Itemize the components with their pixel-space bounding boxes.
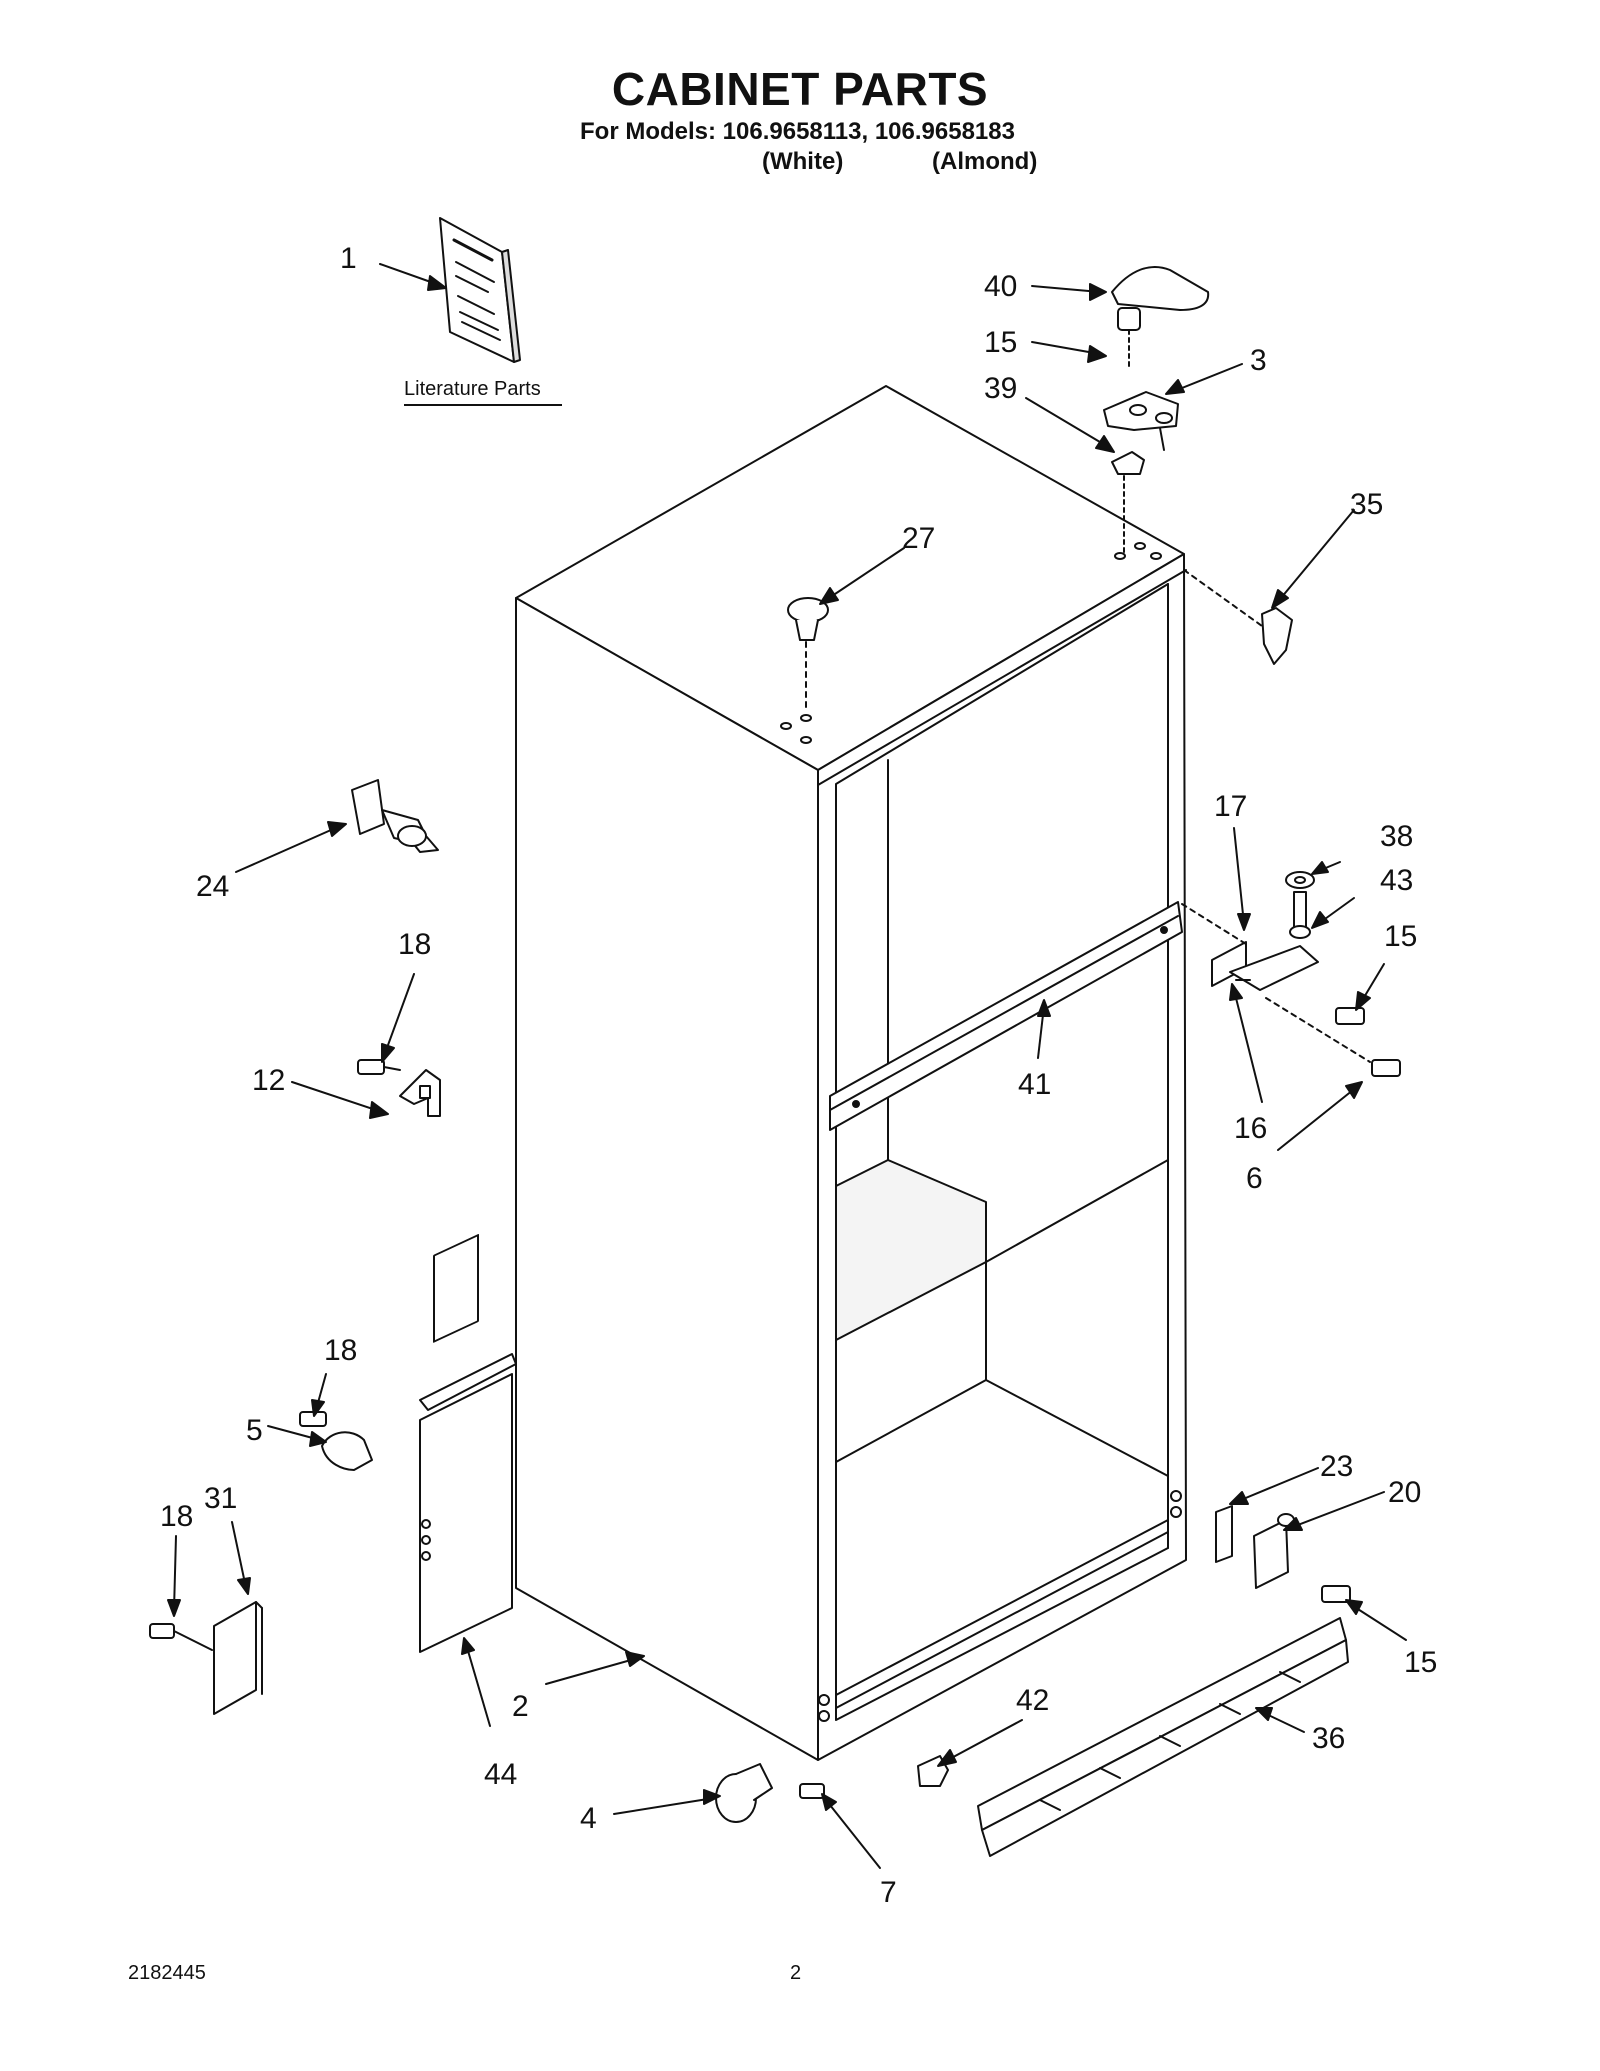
callout-18-lower: 18: [160, 1500, 193, 1533]
callout-24: 24: [196, 870, 229, 903]
color-white-label: (White): [762, 148, 844, 175]
callout-36: 36: [1312, 1722, 1345, 1755]
callout-16: 16: [1234, 1112, 1267, 1145]
models-line: For Models: 106.9658113, 106.9658183: [580, 118, 1015, 145]
callout-4: 4: [580, 1802, 597, 1835]
small-bottom-parts-drawing: [715, 1755, 949, 1823]
page-title: CABINET PARTS: [611, 63, 989, 115]
callout-12: 12: [252, 1064, 285, 1097]
hinge-cover-35-drawing: [1183, 569, 1293, 665]
lower-left-bracket-drawing: [419, 1234, 517, 1653]
cabinet-body-drawing: [515, 385, 1187, 1761]
part-24-drawing: [351, 779, 439, 853]
callout-20: 20: [1388, 1476, 1421, 1509]
right-hinge-bracket-drawing: [1181, 871, 1401, 1077]
plug-27-drawing: [787, 597, 829, 713]
callout-5: 5: [246, 1414, 263, 1447]
leader-arrows: [167, 263, 1407, 1869]
clip-5-drawing: [299, 1411, 373, 1471]
bottom-hinge-drawing: [1215, 1505, 1351, 1603]
callout-17: 17: [1214, 790, 1247, 823]
document-number: 2182445: [128, 1962, 206, 1984]
center-rail-drawing: [829, 901, 1183, 1131]
callout-23: 23: [1320, 1450, 1353, 1483]
callout-44: 44: [484, 1758, 517, 1791]
callout-15-bottom: 15: [1404, 1646, 1437, 1679]
part-31-drawing: [149, 1601, 263, 1715]
literature-underline: [404, 404, 562, 406]
callout-18-middle: 18: [324, 1334, 357, 1367]
callout-41: 41: [1018, 1068, 1051, 1101]
callout-15-top: 15: [984, 326, 1017, 359]
callout-39: 39: [984, 372, 1017, 405]
color-almond-label: (Almond): [932, 148, 1038, 175]
callout-labels: 1 40 15 3 39 35 27 24 18 12 17 38 43 15 …: [160, 242, 1437, 1909]
callout-15-right: 15: [1384, 920, 1417, 953]
part-12-drawing: [357, 1059, 441, 1117]
page-number: 2: [790, 1962, 802, 1984]
callout-1: 1: [340, 242, 357, 275]
literature-parts-label: Literature Parts: [404, 378, 541, 400]
callout-2: 2: [512, 1690, 529, 1723]
callout-35: 35: [1350, 488, 1383, 521]
top-hinge-drawing: [1103, 266, 1210, 553]
toe-grille-drawing: [977, 1617, 1349, 1857]
callout-18-upper: 18: [398, 928, 431, 961]
callout-31: 31: [204, 1482, 237, 1515]
callout-42: 42: [1016, 1684, 1049, 1717]
callout-3: 3: [1250, 344, 1267, 377]
callout-7: 7: [880, 1876, 897, 1909]
callout-38: 38: [1380, 820, 1413, 853]
callout-6: 6: [1246, 1162, 1263, 1195]
callout-27: 27: [902, 522, 935, 555]
callout-40: 40: [984, 270, 1017, 303]
callout-43: 43: [1380, 864, 1413, 897]
literature-manual-drawing: [439, 217, 521, 363]
